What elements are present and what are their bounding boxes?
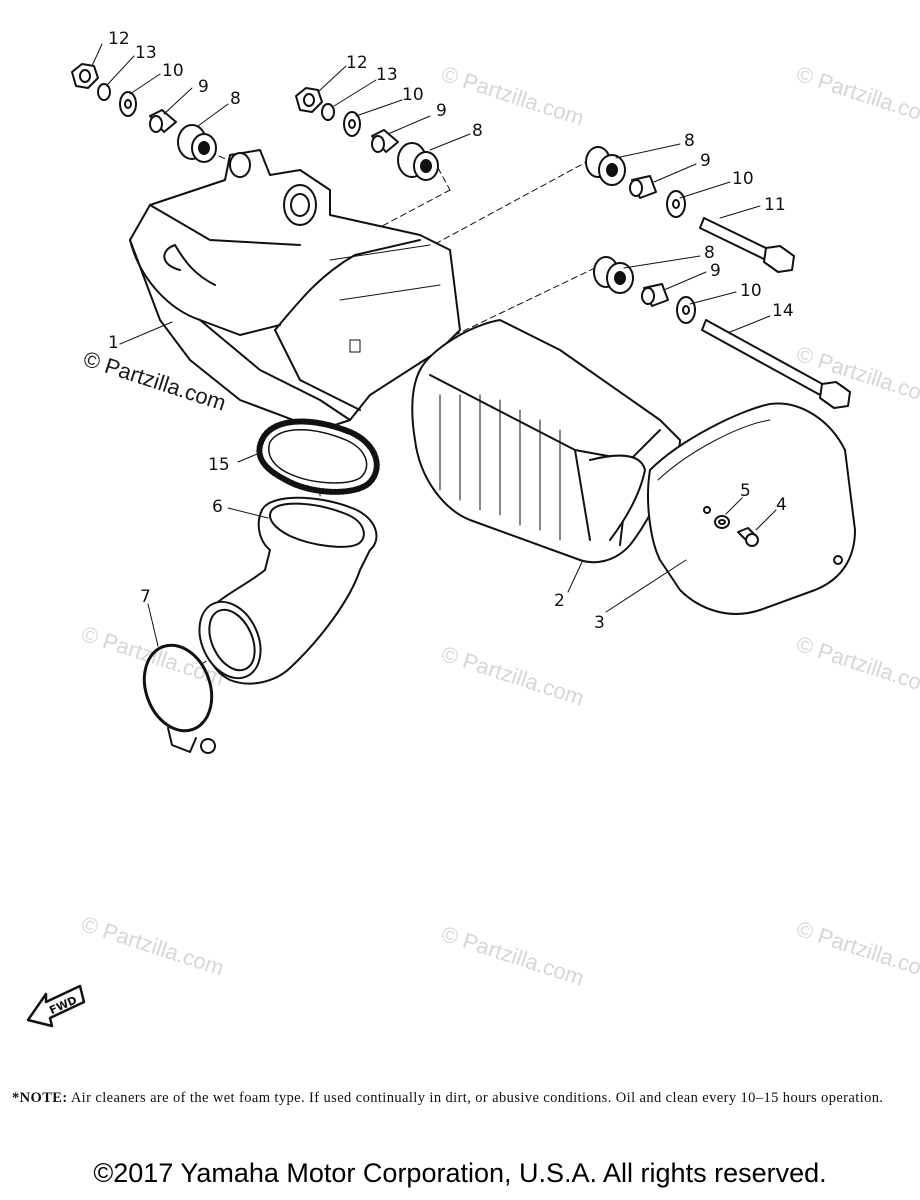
callout-1: 1 [108, 333, 119, 353]
watermark: © Partzilla.com [793, 631, 920, 701]
callout-10: 10 [402, 85, 424, 105]
callout-13: 13 [376, 65, 398, 85]
note-label: *NOTE: [12, 1090, 68, 1106]
callout-12: 12 [346, 53, 368, 73]
callout-10: 10 [732, 169, 754, 189]
watermark: © Partzilla.com [793, 341, 920, 411]
air-cleaner-cover-3 [647, 402, 856, 615]
copyright-footer: ©2017 Yamaha Motor Corporation, U.S.A. A… [93, 1158, 827, 1188]
washer-13 [97, 83, 111, 101]
callout-8: 8 [472, 121, 483, 141]
watermark: © Partzilla.com [438, 61, 587, 131]
callout-8: 8 [684, 131, 695, 151]
forward-direction-arrow [26, 984, 86, 1028]
callout-13: 13 [135, 43, 157, 63]
watermark: © Partzilla.com [438, 921, 587, 991]
callout-12: 12 [108, 29, 130, 49]
washer-10 [676, 296, 696, 324]
callout-10: 10 [740, 281, 762, 301]
washer-10 [343, 111, 361, 137]
intake-joint-6 [198, 496, 378, 685]
callout-2: 2 [554, 591, 565, 611]
nut-12 [295, 87, 323, 113]
callout-3: 3 [594, 613, 605, 633]
callout-8: 8 [704, 243, 715, 263]
callout-9: 9 [198, 77, 209, 97]
callout-9: 9 [700, 151, 711, 171]
mount-hardware-middle [295, 87, 439, 181]
callout-8: 8 [230, 89, 241, 109]
air-cleaner-case-1 [129, 149, 461, 431]
watermark: © Partzilla.com [793, 916, 920, 986]
callout-9: 9 [436, 101, 447, 121]
washer-10 [119, 91, 137, 117]
callout-numbers: 12 13 10 9 8 12 13 10 9 8 8 9 10 11 8 9 … [108, 29, 794, 633]
mount-hardware-right-lower [593, 256, 851, 409]
callout-14: 14 [772, 301, 794, 321]
washer-10 [666, 190, 686, 218]
washer-13 [321, 103, 335, 121]
leader-lines [91, 43, 777, 647]
nut-12-hole [79, 69, 91, 83]
callout-9: 9 [710, 261, 721, 281]
nut-12 [71, 63, 99, 89]
air-filter-element-2 [411, 319, 681, 564]
washer-5 [714, 515, 730, 529]
callout-5: 5 [740, 481, 751, 501]
callout-4: 4 [776, 495, 787, 515]
callout-6: 6 [212, 497, 223, 517]
note-text: Air cleaners are of the wet foam type. I… [70, 1090, 884, 1106]
hose-clamp-7 [142, 643, 216, 754]
mount-hardware-right-upper [585, 146, 795, 273]
note-paragraph: *NOTE: Air cleaners are of the wet foam … [12, 1088, 912, 1109]
mount-hardware-left [71, 63, 217, 163]
gasket-15 [256, 418, 380, 495]
callout-10: 10 [162, 61, 184, 81]
watermark: © Partzilla.com [78, 911, 227, 981]
callout-7: 7 [140, 587, 151, 607]
watermark: © Partzilla.com [793, 61, 920, 131]
callout-11: 11 [764, 195, 786, 215]
callout-15: 15 [208, 455, 230, 475]
watermark: © Partzilla.com [438, 641, 587, 711]
